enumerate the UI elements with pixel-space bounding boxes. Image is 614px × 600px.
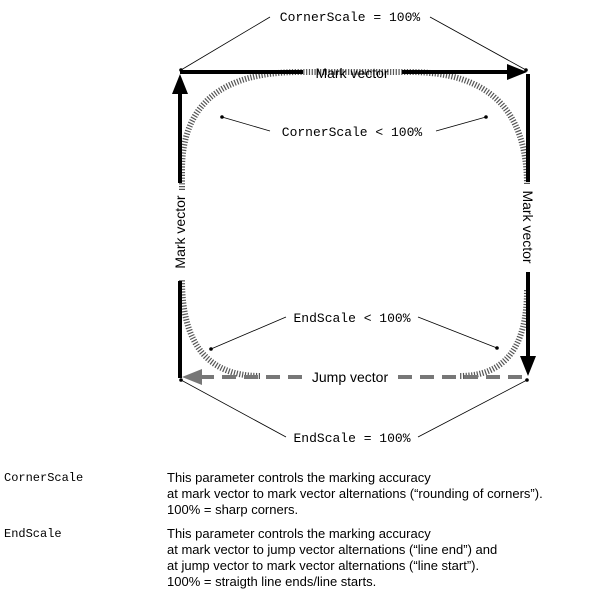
dot-corner-less-left: [220, 115, 224, 119]
label-mark-vector-top: Mark vector: [315, 65, 388, 81]
leader-end-less-left: [210, 316, 287, 350]
dot-end-full-right: [525, 378, 529, 382]
description-line: at mark vector to jump vector alternatio…: [167, 542, 498, 557]
description-line: at mark vector to mark vector alternatio…: [167, 486, 543, 501]
jump-vector-arrowhead: [182, 369, 202, 385]
label-end-scale-full: EndScale = 100%: [293, 431, 410, 446]
label-mark-vector-right: Mark vector: [520, 190, 536, 263]
leader-corner-less-right: [435, 116, 487, 132]
parameter-description: This parameter controls the marking accu…: [167, 526, 612, 590]
dot-end-less-left: [209, 347, 213, 351]
leader-corner-full-left: [180, 16, 271, 71]
description-line: 100% = straigth line ends/line starts.: [167, 574, 377, 589]
mark-vector-top-arrowhead: [507, 64, 527, 80]
leader-corner-less-left: [221, 116, 271, 132]
parameter-description: This parameter controls the marking accu…: [167, 470, 612, 518]
rounded-path-curve: [179, 69, 530, 379]
leader-end-full-right: [417, 379, 528, 438]
vector-scaling-diagram: CornerScale = 100% CornerScale < 100% En…: [172, 10, 536, 446]
dot-corner-full-right: [524, 68, 528, 72]
label-corner-scale-full: CornerScale = 100%: [280, 10, 421, 25]
label-jump-vector: Jump vector: [312, 369, 389, 385]
leader-end-less-right: [417, 316, 498, 349]
parameter-name: CornerScale: [4, 471, 84, 485]
mark-vector-left-arrowhead: [172, 74, 188, 94]
dot-corner-less-right: [484, 115, 488, 119]
label-mark-vector-left: Mark vector: [172, 195, 188, 268]
dot-corner-full-left: [179, 68, 183, 72]
leader-end-full-left: [180, 379, 287, 438]
description-line: at jump vector to mark vector alternatio…: [167, 558, 480, 573]
description-line: This parameter controls the marking accu…: [167, 470, 431, 485]
leader-corner-full-right: [429, 16, 527, 71]
description-line: This parameter controls the marking accu…: [167, 526, 431, 541]
label-end-scale-less: EndScale < 100%: [293, 311, 410, 326]
dot-end-full-left: [179, 378, 183, 382]
description-line: 100% = sharp corners.: [167, 502, 299, 517]
parameter-name: EndScale: [4, 527, 62, 541]
dot-end-less-right: [495, 346, 499, 350]
mark-vector-right-arrowhead: [520, 356, 536, 376]
label-corner-scale-less: CornerScale < 100%: [282, 125, 423, 140]
